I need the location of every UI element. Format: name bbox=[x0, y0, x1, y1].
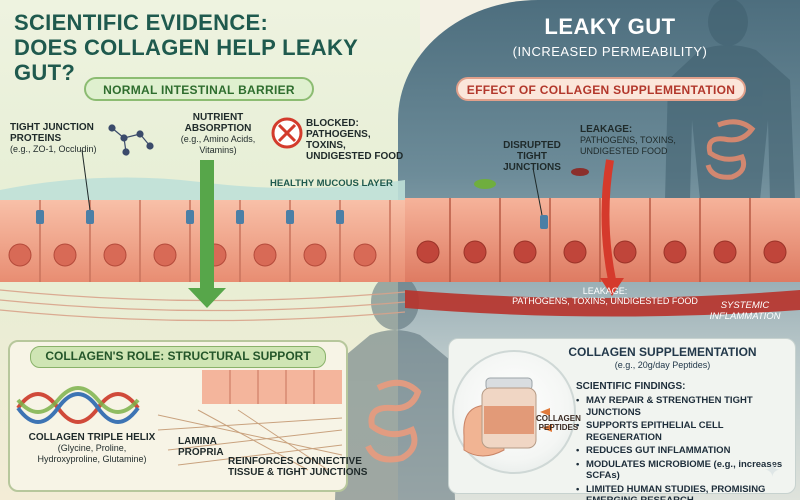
intestine-icon-bottom bbox=[365, 379, 422, 463]
disrupted-label: DISRUPTED TIGHT JUNCTIONS bbox=[492, 140, 572, 173]
systemic-line2: INFLAMMATION bbox=[709, 311, 781, 322]
bacteria-icon bbox=[474, 168, 589, 189]
blocked-line3: TOXINS, bbox=[306, 140, 346, 151]
tight-junction-label: TIGHT JUNCTION PROTEINS (e.g., ZO-1, Occ… bbox=[10, 122, 97, 155]
tj-pointer bbox=[81, 149, 91, 211]
finding-item: LIMITED HUMAN STUDIES, PROMISING EMERGIN… bbox=[576, 484, 791, 500]
nutrient-sub1: (e.g., Amino Acids, bbox=[180, 134, 256, 144]
blocked-label: BLOCKED: PATHOGENS, TOXINS, UNDIGESTED F… bbox=[306, 118, 403, 162]
helix-title: COLLAGEN TRIPLE HELIX bbox=[28, 432, 156, 443]
leak-top-line1: LEAKAGE: bbox=[580, 124, 633, 135]
supplementation-title: COLLAGEN SUPPLEMENTATION bbox=[568, 345, 757, 359]
blocked-line4: UNDIGESTED FOOD bbox=[306, 151, 404, 162]
lamina-line2: PROPRIA bbox=[178, 447, 224, 458]
finding-item: MODULATES MICROBIOME (e.g., increases SC… bbox=[576, 459, 791, 482]
leak-top-line3: UNDIGESTED FOOD bbox=[580, 146, 668, 156]
effect-supplementation-pill: EFFECT OF COLLAGEN SUPPLEMENTATION bbox=[456, 77, 746, 101]
leak-top-line2: PATHOGENS, TOXINS, bbox=[580, 135, 676, 145]
nutrient-arrow bbox=[188, 160, 226, 308]
nutrient-label: NUTRIENT ABSORPTION (e.g., Amino Acids, … bbox=[178, 112, 258, 156]
tj-title1: TIGHT JUNCTION bbox=[10, 122, 94, 133]
collagen-role-title: COLLAGEN'S ROLE: STRUCTURAL SUPPORT bbox=[30, 346, 326, 368]
leakage-bottom-label: LEAKAGE: PATHOGENS, TOXINS, UNDIGESTED F… bbox=[510, 286, 700, 306]
nutrient-title1: NUTRIENT bbox=[192, 112, 244, 123]
finding-item: MAY REPAIR & STRENGTHEN TIGHT JUNCTIONS bbox=[576, 395, 791, 418]
nutrient-sub2: Vitamins) bbox=[199, 145, 237, 155]
body-silhouette-center bbox=[335, 274, 455, 500]
nutrient-title2: ABSORPTION bbox=[184, 123, 252, 134]
blood-vessel bbox=[405, 290, 800, 317]
reinforces-line2: TISSUE & TIGHT JUNCTIONS bbox=[228, 467, 368, 478]
lamina-label: LAMINA PROPRIA bbox=[178, 436, 224, 458]
jar-label-line2: PEPTIDES bbox=[538, 423, 579, 432]
disrupted-line1: DISRUPTED bbox=[503, 140, 561, 151]
tj-sub: (e.g., ZO-1, Occludin) bbox=[10, 144, 97, 154]
finding-item: SUPPORTS EPITHELIAL CELL REGENERATION bbox=[576, 420, 791, 443]
main-title: SCIENTIFIC EVIDENCE: DOES COLLAGEN HELP … bbox=[14, 10, 414, 85]
mucous-label: HEALTHY MUCOUS LAYER bbox=[270, 178, 393, 189]
leak-bottom-line2: PATHOGENS, TOXINS, UNDIGESTED FOOD bbox=[512, 296, 698, 306]
supplement-jar-illustration bbox=[463, 377, 552, 457]
dj-pointer bbox=[532, 167, 543, 216]
collagen-role-diagram bbox=[16, 370, 343, 471]
tj-title2: PROTEINS bbox=[10, 133, 62, 144]
arrow-icons bbox=[540, 408, 552, 432]
helix-sub2: Hydroxyproline, Glutamine) bbox=[37, 454, 147, 464]
leakage-arrow bbox=[600, 159, 624, 296]
blocked-line1: BLOCKED: bbox=[306, 118, 359, 129]
leaky-gut-title-line2: (INCREASED PERMEABILITY) bbox=[512, 44, 708, 59]
systemic-label: SYSTEMIC INFLAMMATION bbox=[700, 300, 790, 322]
blocked-icon bbox=[271, 117, 303, 149]
mini-cells bbox=[202, 370, 342, 404]
jar-label-line1: COLLAGEN bbox=[536, 414, 581, 423]
disrupted-line2: TIGHT JUNCTIONS bbox=[503, 151, 561, 173]
lamina-line1: LAMINA bbox=[178, 436, 217, 447]
triple-helix-icon bbox=[16, 386, 140, 424]
normal-barrier-pill: NORMAL INTESTINAL BARRIER bbox=[84, 77, 314, 101]
main-title-line1: SCIENTIFIC EVIDENCE: bbox=[14, 10, 269, 35]
helix-label: COLLAGEN TRIPLE HELIX (Glycine, Proline,… bbox=[22, 432, 162, 465]
sparkle-icon: ✦ bbox=[764, 460, 781, 482]
findings-title: SCIENTIFIC FINDINGS: bbox=[576, 381, 686, 392]
blocked-line2: PATHOGENS, bbox=[306, 129, 371, 140]
supplementation-subtitle: (e.g., 20g/day Peptides) bbox=[614, 360, 711, 370]
molecule-icon bbox=[108, 124, 154, 156]
findings-list: MAY REPAIR & STRENGTHEN TIGHT JUNCTIONS … bbox=[576, 395, 791, 500]
leakage-top-label: LEAKAGE: PATHOGENS, TOXINS, UNDIGESTED F… bbox=[580, 124, 676, 157]
systemic-line1: SYSTEMIC bbox=[720, 300, 770, 311]
reinforces-line1: REINFORCES CONNECTIVE bbox=[228, 456, 362, 467]
helix-sub1: (Glycine, Proline, bbox=[57, 443, 127, 453]
jar-icon bbox=[481, 377, 537, 449]
tight-junction-markers bbox=[36, 210, 344, 224]
finding-item: REDUCES GUT INFLAMMATION bbox=[576, 445, 791, 457]
lamina-mesh bbox=[157, 409, 343, 471]
main-title-line2: DOES COLLAGEN HELP LEAKY GUT? bbox=[14, 35, 358, 85]
intestine-icon-right bbox=[705, 119, 756, 180]
leak-bottom-line1: LEAKAGE: bbox=[582, 286, 628, 296]
leaky-gut-title-line1: LEAKY GUT bbox=[544, 14, 676, 39]
jar-label: COLLAGEN PEPTIDES bbox=[536, 414, 581, 432]
leaky-gut-title: LEAKY GUT (INCREASED PERMEABILITY) bbox=[480, 14, 740, 59]
intestinal-diagram bbox=[0, 117, 800, 322]
reinforces-label: REINFORCES CONNECTIVE TISSUE & TIGHT JUN… bbox=[228, 456, 367, 478]
